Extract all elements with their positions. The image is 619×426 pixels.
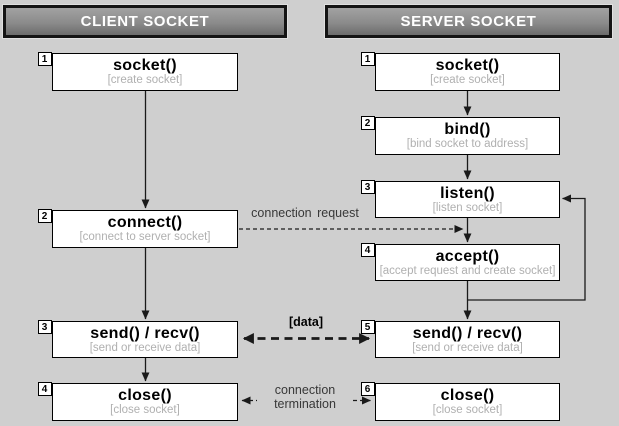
server-step-send-recv: 5 send() / recv() [send or receive data] (360, 320, 560, 358)
step-title: close() (440, 387, 495, 404)
step-number-badge: 2 (37, 209, 52, 223)
step-subtitle: [connect to server socket] (79, 231, 211, 243)
step-number-badge: 5 (360, 320, 375, 334)
step-title: socket() (113, 57, 177, 74)
server-step-bind: 2 bind() [bind socket to address] (360, 116, 560, 155)
step-subtitle: [accept request and create socket] (379, 264, 556, 277)
connection-termination-line2: termination (274, 396, 336, 411)
step-subtitle: [create socket] (107, 74, 183, 86)
step-title: listen() (440, 184, 495, 202)
server-step-socket: 1 socket() [create socket] (360, 52, 560, 91)
client-step-close: 4 close() [close socket] (37, 382, 238, 421)
client-step-socket: 1 socket() [create socket] (37, 52, 238, 91)
step-number-badge: 1 (360, 52, 375, 66)
server-step-listen: 3 listen() [listen socket] (360, 180, 560, 218)
connection-request-label: connection request (251, 206, 359, 220)
step-title: accept() (435, 247, 500, 265)
connection-termination-line1: connection (274, 383, 336, 397)
step-subtitle: [close socket] (432, 404, 503, 416)
step-number-badge: 4 (360, 243, 375, 257)
step-number-badge: 1 (37, 52, 52, 66)
step-title: send() / recv() (412, 324, 523, 342)
connection-termination-label: connection termination (252, 383, 358, 411)
step-number-badge: 4 (37, 382, 52, 396)
step-title: connect() (107, 214, 183, 231)
client-step-connect: 2 connect() [connect to server socket] (37, 209, 238, 248)
server-step-close: 6 close() [close socket] (360, 382, 560, 421)
step-number-badge: 3 (360, 180, 375, 194)
client-step-send-recv: 3 send() / recv() [send or receive data] (37, 320, 238, 358)
server-socket-header: SERVER SOCKET (325, 5, 612, 38)
server-step-accept: 4 accept() [accept request and create so… (360, 243, 560, 281)
client-socket-header: CLIENT SOCKET (3, 5, 287, 38)
step-title: close() (118, 387, 172, 404)
step-subtitle: [create socket] (430, 74, 505, 86)
step-number-badge: 3 (37, 320, 52, 334)
step-subtitle: [listen socket] (432, 201, 503, 214)
step-title: bind() (444, 121, 491, 138)
step-title: socket() (435, 57, 500, 74)
step-subtitle: [send or receive data] (412, 341, 523, 354)
step-subtitle: [bind socket to address] (406, 138, 529, 150)
step-subtitle: [send or receive data] (89, 341, 201, 354)
step-subtitle: [close socket] (110, 404, 180, 416)
step-number-badge: 2 (360, 116, 375, 130)
step-number-badge: 6 (360, 382, 375, 396)
server-header-label: SERVER SOCKET (400, 13, 537, 30)
data-label: [data] (288, 315, 324, 329)
step-title: send() / recv() (90, 324, 200, 342)
client-header-label: CLIENT SOCKET (80, 13, 210, 30)
